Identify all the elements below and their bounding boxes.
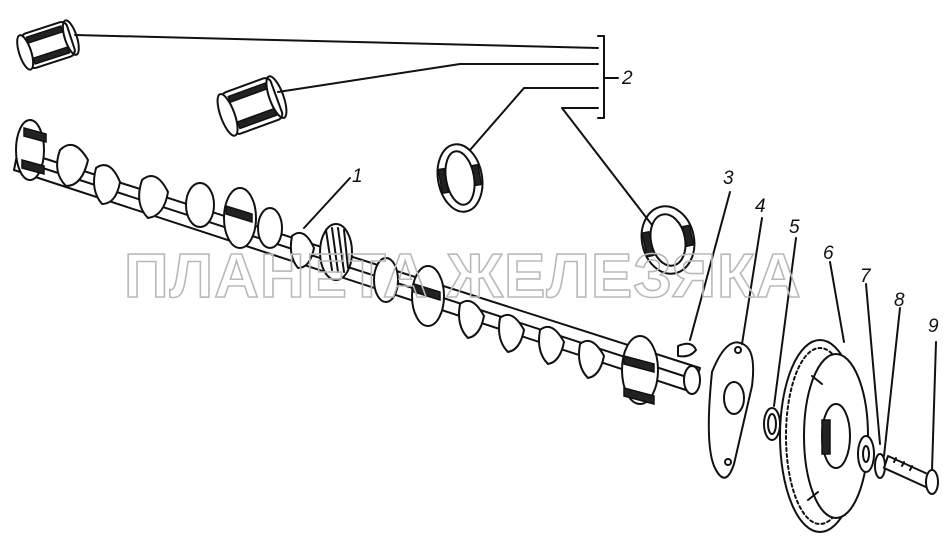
spacer-ring	[763, 407, 781, 441]
camshaft-journal-3	[411, 265, 445, 327]
bolt	[883, 455, 939, 495]
lock-washer	[874, 453, 886, 479]
bushing-4	[640, 205, 696, 275]
callout-7: 7	[860, 266, 872, 287]
camshaft	[13, 119, 701, 405]
callout-6-leader	[829, 261, 845, 343]
bushing-1	[16, 19, 80, 71]
camshaft-journal-front	[15, 119, 47, 181]
camshaft-timing-gear	[779, 339, 869, 533]
callout-3-leader	[689, 191, 731, 341]
camshaft-journal-2	[223, 187, 257, 249]
woodruff-key	[677, 342, 697, 358]
watermark-text: ПЛАНЕТА ЖЕЛЕЗЯКА	[124, 242, 802, 311]
callout-9-leader	[931, 341, 937, 471]
callout-9: 9	[928, 316, 939, 337]
camshaft-drive-gear	[319, 223, 353, 281]
thrust-flange	[707, 341, 755, 479]
callout-3: 3	[723, 168, 734, 189]
callout-8: 8	[894, 290, 905, 311]
callout-1-leader	[303, 177, 351, 229]
callout-6: 6	[823, 243, 834, 264]
callout-5-leader	[773, 237, 797, 407]
callout-1: 1	[352, 166, 363, 187]
callout-2: 2	[621, 68, 633, 89]
callout-5: 5	[789, 217, 800, 238]
callout-2-leaders	[74, 34, 653, 226]
camshaft-journal-rear	[621, 335, 659, 405]
callout-8-leader	[883, 307, 901, 457]
callout-4-leader	[741, 217, 763, 345]
callout-7-leader	[865, 283, 881, 445]
bushing-2	[216, 75, 288, 137]
bushing-3	[436, 143, 484, 213]
washer	[857, 435, 875, 473]
callout-4: 4	[755, 196, 766, 217]
